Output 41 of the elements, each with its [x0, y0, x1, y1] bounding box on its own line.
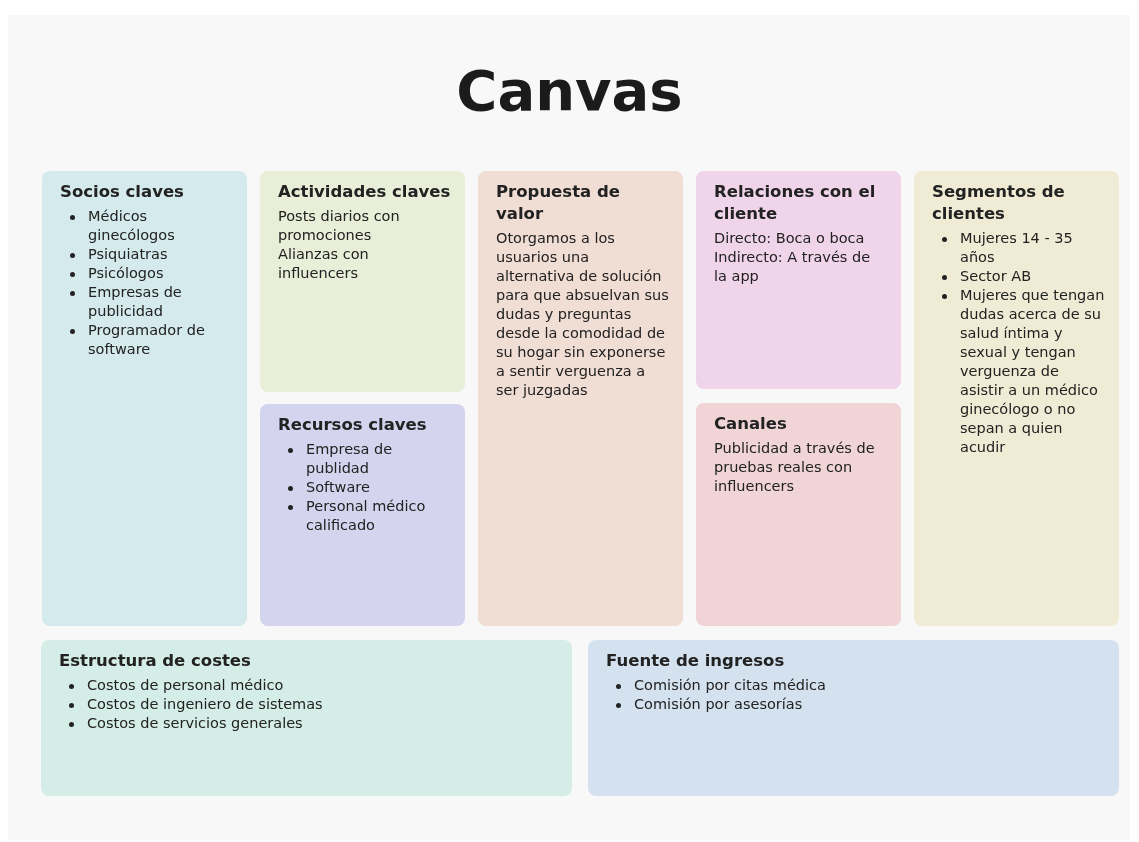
canvas-block — [42, 171, 247, 626]
bullet-item: Costos de personal médico — [87, 677, 284, 693]
bullet-item: Personal médico calificado — [306, 498, 426, 533]
bullet-item: Comisión por asesorías — [634, 696, 803, 712]
section-heading: Relaciones con el cliente — [714, 181, 877, 225]
canvas-block — [696, 403, 901, 626]
bullet-item: Software — [306, 479, 370, 495]
body-text: Otorgamos a los usuarios una alternativa de solución para que absuelvan sus dudas y preguntas desde la comodidad de su hogar sin exponerse a sentir verguenza a ser juzgadas — [496, 229, 669, 400]
canvas-block — [260, 404, 465, 626]
bullet-item: Costos de servicios generales — [87, 715, 303, 731]
bullet-item: Empresa de publidad — [306, 441, 393, 476]
canvas-block — [41, 640, 572, 796]
canvas-block — [696, 171, 901, 389]
bullet-item: Sector AB — [960, 268, 1032, 284]
bullet-item: Costos de ingeniero de sistemas — [87, 696, 323, 712]
canvas-block — [588, 640, 1119, 796]
canvas-block — [260, 171, 465, 392]
section-heading: Propuesta de valor — [496, 181, 621, 225]
bullet-item: Empresas de publicidad — [88, 284, 182, 319]
section-heading: Fuente de ingresos — [606, 650, 786, 672]
bullet-item: Comisión por citas médica — [634, 677, 826, 693]
bullet-item: Psiquiatras — [88, 246, 168, 262]
bullet-item: Mujeres que tengan dudas acerca de su salud íntima y sexual y tengan verguenza de asistir a un médico ginecólogo o no sepan a quien acudir — [960, 287, 1105, 455]
section-heading: Actividades claves — [278, 181, 451, 203]
canvas-block — [478, 171, 683, 626]
body-text: Publicidad a través de pruebas reales con influencers — [714, 439, 876, 496]
section-heading: Canales — [714, 413, 788, 435]
body-text: Alianzas con influencers — [278, 245, 370, 283]
page-title: Canvas — [455, 58, 684, 123]
bullet-item: Médicos ginecólogos — [88, 208, 175, 243]
bullet-item: Psicólogos — [88, 265, 164, 281]
section-heading: Recursos claves — [278, 414, 428, 436]
body-text: Indirecto: A través de la app — [714, 248, 872, 286]
bullet-item: Programador de software — [88, 322, 205, 357]
body-text: Directo: Boca o boca — [714, 229, 866, 248]
section-heading: Estructura de costes — [59, 650, 252, 672]
section-heading: Segmentos de clientes — [932, 181, 1066, 225]
bullet-item: Mujeres 14 - 35 años — [960, 230, 1073, 265]
section-heading: Socios claves — [60, 181, 185, 203]
canvas-block — [914, 171, 1119, 626]
body-text: Posts diarios con promociones — [278, 207, 401, 245]
